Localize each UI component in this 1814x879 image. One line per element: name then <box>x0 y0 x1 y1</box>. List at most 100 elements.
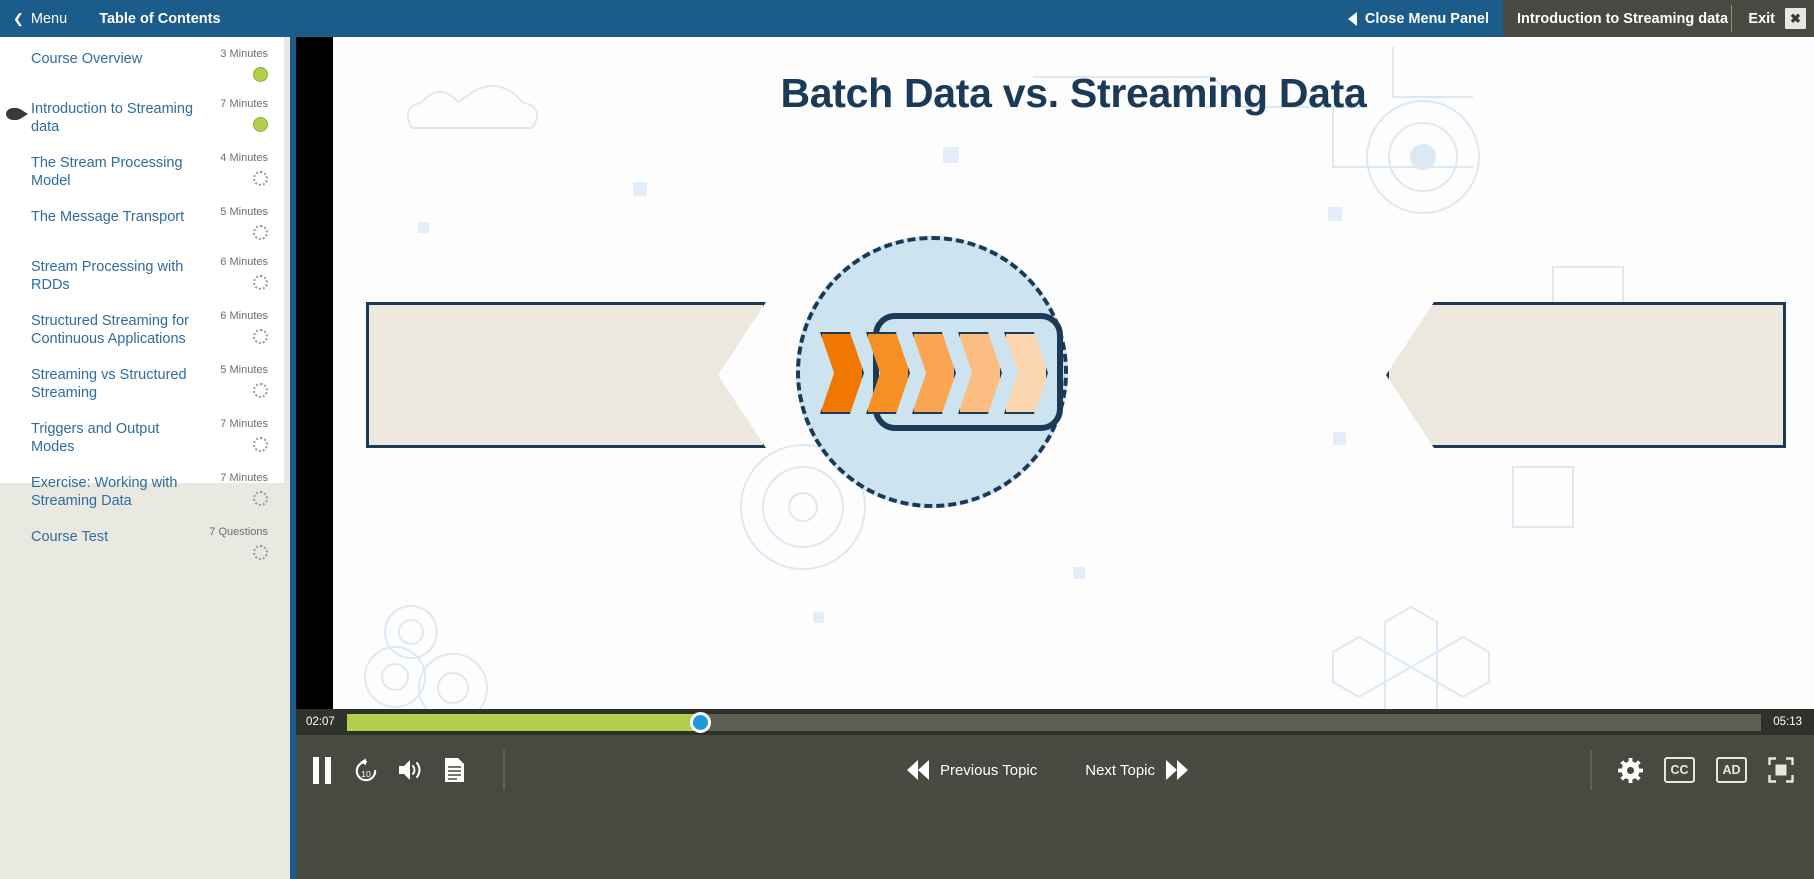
toc-item-title: Course Test <box>31 529 109 545</box>
toc-item-duration: 5 Minutes <box>220 206 268 218</box>
toc-item-title: The Stream Processing Model <box>31 155 183 189</box>
menu-button[interactable]: ❮ Menu <box>0 0 67 37</box>
toc-item-meta: 7 Minutes <box>212 472 290 506</box>
close-menu-panel-button[interactable]: Close Menu Panel <box>1347 10 1489 27</box>
toc-marker-slot <box>0 420 31 423</box>
toc-item-7[interactable]: Triggers and Output Modes 7 Minutes <box>0 411 290 465</box>
gear-icon[interactable] <box>1617 756 1643 784</box>
toc-item-8[interactable]: Exercise: Working with Streaming Data 7 M… <box>0 465 290 519</box>
toc-item-meta: 6 Minutes <box>212 310 290 344</box>
audio-description-button[interactable]: AD <box>1716 757 1747 783</box>
toc-marker-slot <box>0 528 31 531</box>
sidebar-scrollbar[interactable] <box>284 37 290 879</box>
chevron-0 <box>820 332 864 414</box>
rewind-10-icon[interactable]: 10 <box>353 756 379 784</box>
player-accent-bar <box>290 709 296 879</box>
toc-item-title: Exercise: Working with Streaming Data <box>31 475 178 509</box>
status-incomplete-icon <box>253 225 268 240</box>
chevron-left-icon: ❮ <box>13 11 24 26</box>
toc-item-meta: 7 Minutes <box>212 418 290 452</box>
toc-marker-slot <box>0 474 31 477</box>
toc-item-label-wrap: Exercise: Working with Streaming Data <box>31 474 212 510</box>
next-topic-button[interactable]: Next Topic <box>1085 760 1189 780</box>
status-incomplete-icon <box>253 329 268 344</box>
toc-item-meta: 5 Minutes <box>212 364 290 398</box>
toc-item-duration: 7 Questions <box>209 526 268 538</box>
toc-item-title: Introduction to Streaming data <box>31 101 194 135</box>
toc-item-duration: 3 Minutes <box>220 48 268 60</box>
toc-item-label-wrap: The Stream Processing Model <box>31 154 212 190</box>
toc-item-title: Triggers and Output Modes <box>31 421 160 455</box>
triangle-left-icon <box>1347 11 1357 26</box>
chevron-3 <box>958 332 1002 414</box>
toc-item-2[interactable]: The Stream Processing Model 4 Minutes <box>0 145 290 199</box>
volume-icon[interactable] <box>397 756 423 784</box>
current-time: 02:07 <box>306 716 335 728</box>
batch-data-banner <box>366 302 766 448</box>
seek-bar-fill <box>346 713 701 731</box>
player-options: CC AD <box>1590 750 1814 790</box>
close-menu-panel-label: Close Menu Panel <box>1364 10 1489 27</box>
double-arrow-right-icon <box>1166 760 1189 780</box>
total-time: 05:13 <box>1773 716 1802 728</box>
slide-title: Batch Data vs. Streaming Data <box>780 70 1367 116</box>
toc-item-title: Course Overview <box>31 51 143 67</box>
toc-item-label-wrap: Triggers and Output Modes <box>31 420 212 456</box>
toc-item-meta: 6 Minutes <box>212 256 290 290</box>
close-icon[interactable]: ✖ <box>1785 8 1806 29</box>
toc-marker-slot <box>0 366 31 369</box>
status-complete-icon <box>253 67 268 82</box>
progress-row: 02:07 05:13 <box>296 709 1814 735</box>
transcript-icon[interactable] <box>441 756 467 784</box>
pause-icon[interactable] <box>309 756 335 784</box>
toc-item-label-wrap: The Message Transport <box>31 208 212 226</box>
toc-marker-slot <box>0 258 31 261</box>
status-incomplete-icon <box>253 275 268 290</box>
toc-item-9[interactable]: Course Test 7 Questions <box>0 519 290 569</box>
toc-item-duration: 4 Minutes <box>220 152 268 164</box>
toc-item-5[interactable]: Structured Streaming for Continuous Appl… <box>0 303 290 357</box>
seek-handle[interactable] <box>690 711 712 733</box>
toc-item-meta: 7 Questions <box>209 526 290 560</box>
toc-item-label-wrap: Streaming vs Structured Streaming <box>31 366 212 402</box>
toc-item-title: Streaming vs Structured Streaming <box>31 367 187 401</box>
table-of-contents-title: Table of Contents <box>99 10 221 27</box>
toc-item-4[interactable]: Stream Processing with RDDs 6 Minutes <box>0 249 290 303</box>
status-incomplete-icon <box>253 491 268 506</box>
media-player-bar: 02:07 05:13 10 <box>290 709 1814 879</box>
closed-captions-button[interactable]: CC <box>1664 757 1695 783</box>
streaming-data-banner <box>1386 302 1786 448</box>
toc-item-title: Structured Streaming for Continuous Appl… <box>31 313 189 347</box>
status-incomplete-icon <box>253 545 268 560</box>
toc-item-label-wrap: Introduction to Streaming data <box>31 100 212 136</box>
toc-item-title: The Message Transport <box>31 209 185 225</box>
toc-item-0[interactable]: Course Overview 3 Minutes <box>0 41 290 91</box>
double-arrow-left-icon <box>906 760 929 780</box>
previous-topic-button[interactable]: Previous Topic <box>906 760 1037 780</box>
toc-item-6[interactable]: Streaming vs Structured Streaming 5 Minut… <box>0 357 290 411</box>
gutter-accent-bar <box>290 37 296 879</box>
playback-controls: 10 <box>296 750 505 790</box>
seek-bar[interactable] <box>346 711 1762 733</box>
sidebar-empty-area <box>0 483 290 879</box>
toc-item-duration: 7 Minutes <box>220 418 268 430</box>
current-topic-marker <box>0 100 31 120</box>
next-topic-label: Next Topic <box>1085 761 1156 779</box>
exit-group: Exit ✖ <box>1731 0 1814 37</box>
toc-item-duration: 6 Minutes <box>220 256 268 268</box>
toc-item-3[interactable]: The Message Transport 5 Minutes <box>0 199 290 249</box>
exit-button[interactable]: Exit <box>1748 10 1775 27</box>
options-divider <box>1590 750 1592 790</box>
toc-marker-slot <box>0 312 31 315</box>
status-incomplete-icon <box>253 383 268 398</box>
slide-canvas: Batch Data vs. Streaming Data <box>333 37 1814 709</box>
toc-item-label-wrap: Course Overview <box>31 50 212 68</box>
menu-button-label: Menu <box>30 10 68 27</box>
fullscreen-icon[interactable] <box>1768 756 1794 784</box>
toc-item-meta: 4 Minutes <box>212 152 290 186</box>
toc-item-duration: 7 Minutes <box>220 472 268 484</box>
toc-item-label-wrap: Stream Processing with RDDs <box>31 258 212 294</box>
